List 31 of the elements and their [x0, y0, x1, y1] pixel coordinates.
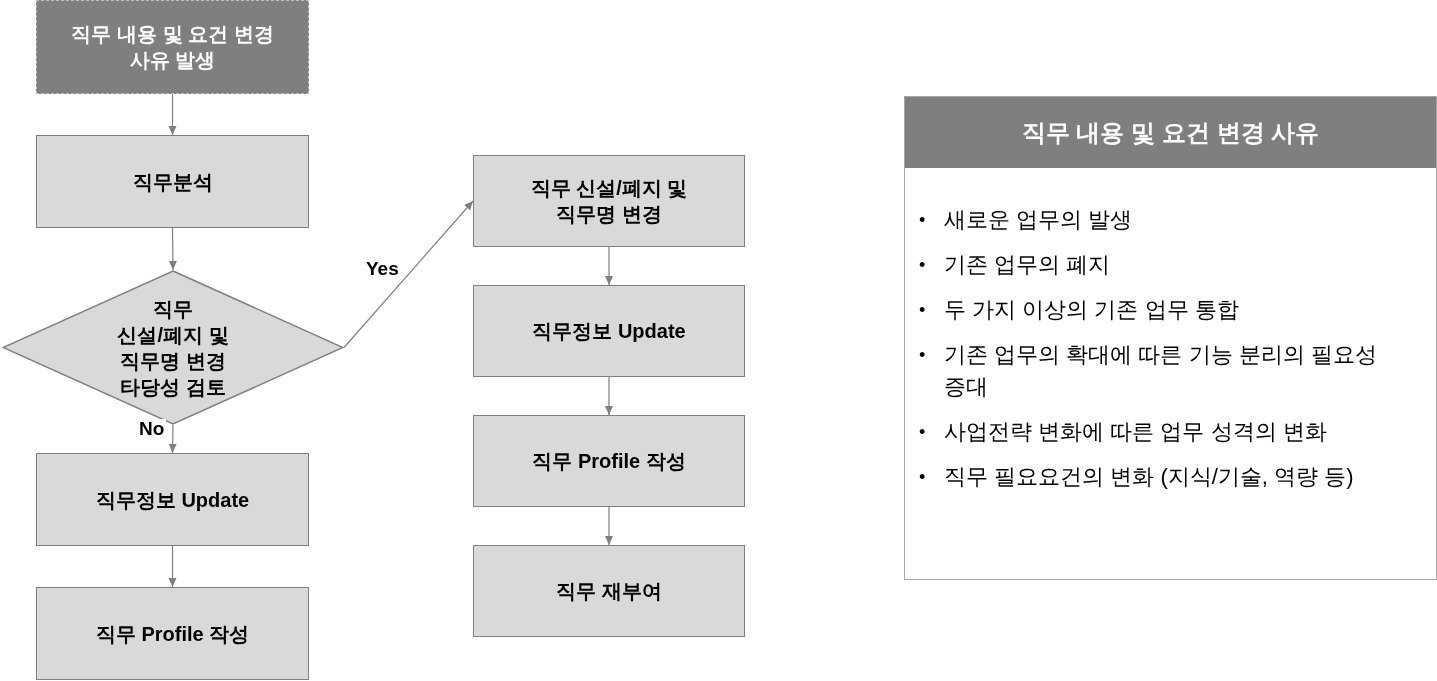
bullet-point: • [919, 466, 927, 489]
bullet-point: • [919, 209, 927, 232]
process-box: 직무정보 Update [473, 285, 745, 377]
bullet-text: 사업전략 변화에 따른 업무 성격의 변화 [944, 418, 1328, 446]
arrow [168, 227, 177, 271]
arrow [168, 545, 177, 588]
bullet-point: • [919, 299, 927, 322]
bullet-text: 기존 업무의 확대에 따른 기능 분리의 필요성 증대 [944, 341, 1378, 401]
info-panel [904, 96, 1437, 580]
diamond-text: 직무 신설/폐지 및 직무명 변경 타당성 검토 [116, 296, 230, 400]
process-box: 직무 재부여 [473, 545, 745, 637]
arrow [168, 93, 177, 136]
bullet-text: 새로운 업무의 발생 [944, 206, 1134, 234]
arrow [605, 506, 613, 546]
process-box: 직무 신설/폐지 및 직무명 변경 [473, 155, 745, 247]
process-box: 직무 Profile 작성 [36, 587, 309, 680]
arrow [168, 424, 177, 454]
start-box: 직무 내용 및 요건 변경 사유 발생 [36, 0, 309, 94]
arrow [343, 200, 474, 349]
process-box: 직무 Profile 작성 [473, 415, 745, 507]
process-box: 직무정보 Update [36, 453, 309, 546]
arrow [605, 376, 613, 416]
bullet-text: 두 가지 이상의 기존 업무 통합 [944, 296, 1240, 324]
bullet-point: • [919, 254, 927, 277]
bullet-text: 직무 필요요건의 변화 (지식/기술, 역량 등) [944, 463, 1355, 491]
arrow [605, 246, 613, 286]
panel-header: 직무 내용 및 요건 변경 사유 [905, 97, 1436, 168]
bullet-point: • [919, 344, 927, 367]
bullet-point: • [919, 421, 927, 444]
process-box: 직무분석 [36, 135, 309, 228]
bullet-text: 기존 업무의 폐지 [944, 251, 1112, 279]
